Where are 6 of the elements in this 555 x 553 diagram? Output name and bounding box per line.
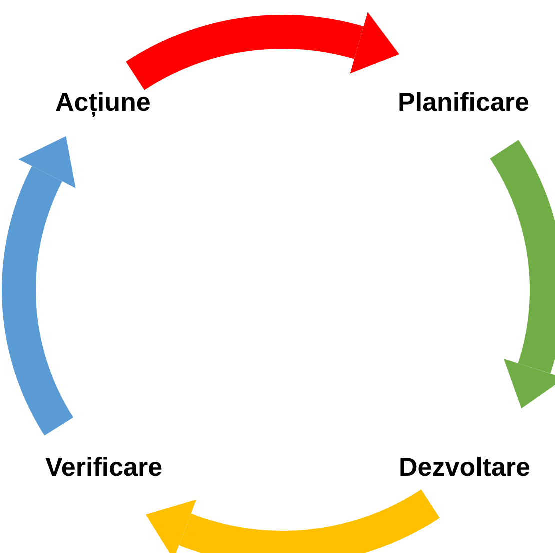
stage-label: Dezvoltare bbox=[399, 450, 530, 484]
stage-label: Acțiune bbox=[56, 85, 151, 119]
cycle-arrow bbox=[490, 138, 555, 409]
cycle-arrow bbox=[124, 12, 400, 90]
stage-label: Planificare bbox=[398, 85, 530, 119]
stage-label: Verificare bbox=[46, 450, 163, 484]
